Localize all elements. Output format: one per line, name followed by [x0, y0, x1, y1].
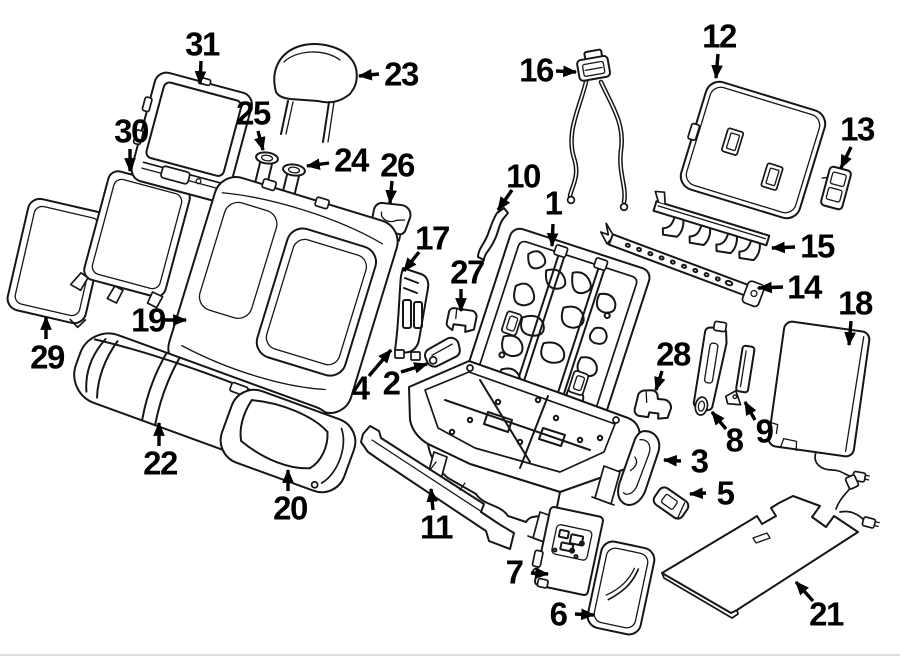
callout-label-15: 15 [800, 227, 835, 265]
part-15-hook-rail-drawing [652, 190, 771, 262]
part-12-panel-drawing [679, 80, 827, 220]
callout-arrow-11 [426, 487, 439, 511]
part-8-bracket-drawing [692, 320, 728, 416]
callout-arrow-4 [367, 348, 393, 378]
callout-arrow-6 [574, 608, 596, 621]
callout-label-23: 23 [384, 55, 419, 93]
part-5-latch-drawing [652, 486, 690, 520]
callout-arrow-3 [662, 454, 682, 467]
callout-arrow-10 [496, 189, 514, 211]
callout-label-26: 26 [380, 146, 415, 184]
callout-arrow-31 [194, 60, 207, 86]
callout-label-31: 31 [185, 25, 220, 63]
part-23-headrest-drawing [273, 43, 358, 143]
part-16-latch-cable-drawing [566, 48, 629, 212]
callout-label-8: 8 [725, 421, 744, 459]
part-2-lever-drawing [424, 336, 461, 368]
callout-arrow-9 [743, 400, 757, 421]
callout-label-4: 4 [351, 369, 370, 407]
callout-label-21: 21 [809, 595, 844, 633]
callout-label-16: 16 [519, 51, 554, 89]
callout-label-7: 7 [505, 553, 524, 591]
callout-arrow-13 [839, 146, 853, 170]
callout-label-19: 19 [131, 301, 166, 339]
callout-arrow-28 [654, 370, 666, 392]
callout-arrow-2 [400, 362, 429, 374]
callout-label-28: 28 [656, 335, 691, 373]
part-28-clip-drawing [633, 389, 672, 420]
callout-arrow-21 [794, 580, 815, 603]
part-31-frame-drawing [130, 71, 253, 203]
part-20-bolster-drawing [219, 388, 357, 494]
part-3-side-shield-drawing [617, 430, 661, 506]
callout-arrow-26 [385, 180, 397, 205]
callout-label-9: 9 [755, 412, 774, 450]
callout-label-29: 29 [30, 338, 65, 376]
part-10-guide-strap-drawing [477, 207, 509, 261]
part-11-rail-drawing [360, 425, 515, 550]
callout-arrow-18 [844, 320, 856, 347]
callout-arrow-17 [402, 250, 421, 273]
callout-label-27: 27 [450, 253, 485, 291]
part-7-hinge-plate-drawing [531, 506, 604, 596]
callout-label-5: 5 [716, 474, 735, 512]
part-17-4-bracket-drawing [394, 267, 430, 361]
callout-label-12: 12 [702, 17, 737, 55]
callout-label-11: 11 [420, 508, 453, 546]
callout-arrow-16 [555, 65, 578, 78]
callout-arrow-25 [254, 130, 266, 152]
callout-arrow-1 [546, 223, 559, 248]
callout-label-6: 6 [549, 595, 568, 633]
part-30-panel-drawing [69, 170, 191, 309]
callout-label-18: 18 [838, 284, 873, 322]
callout-label-30: 30 [114, 112, 149, 150]
callout-label-1: 1 [544, 184, 563, 222]
callout-arrow-23 [357, 68, 380, 81]
callout-label-17: 17 [415, 219, 450, 257]
callout-arrow-15 [770, 241, 796, 254]
callout-arrow-14 [757, 281, 784, 294]
part-18-panel-drawing [767, 320, 871, 483]
callout-arrow-12 [711, 53, 723, 80]
part-6-lid-drawing [586, 540, 656, 636]
callout-label-13: 13 [840, 110, 875, 148]
callout-label-10: 10 [506, 157, 541, 195]
part-9-bracket-drawing [724, 344, 756, 406]
callout-label-24: 24 [334, 141, 369, 179]
callout-arrow-5 [688, 487, 707, 500]
part-21-floor-mat-drawing [661, 474, 880, 619]
callout-arrow-24 [305, 158, 330, 171]
callout-label-14: 14 [787, 268, 822, 306]
callout-arrow-8 [710, 410, 728, 431]
callout-label-3: 3 [690, 442, 709, 480]
callout-label-25: 25 [236, 94, 271, 132]
callout-label-22: 22 [143, 444, 178, 482]
callout-arrow-7 [530, 567, 550, 580]
callout-label-2: 2 [382, 364, 401, 402]
callout-label-20: 20 [273, 489, 308, 527]
